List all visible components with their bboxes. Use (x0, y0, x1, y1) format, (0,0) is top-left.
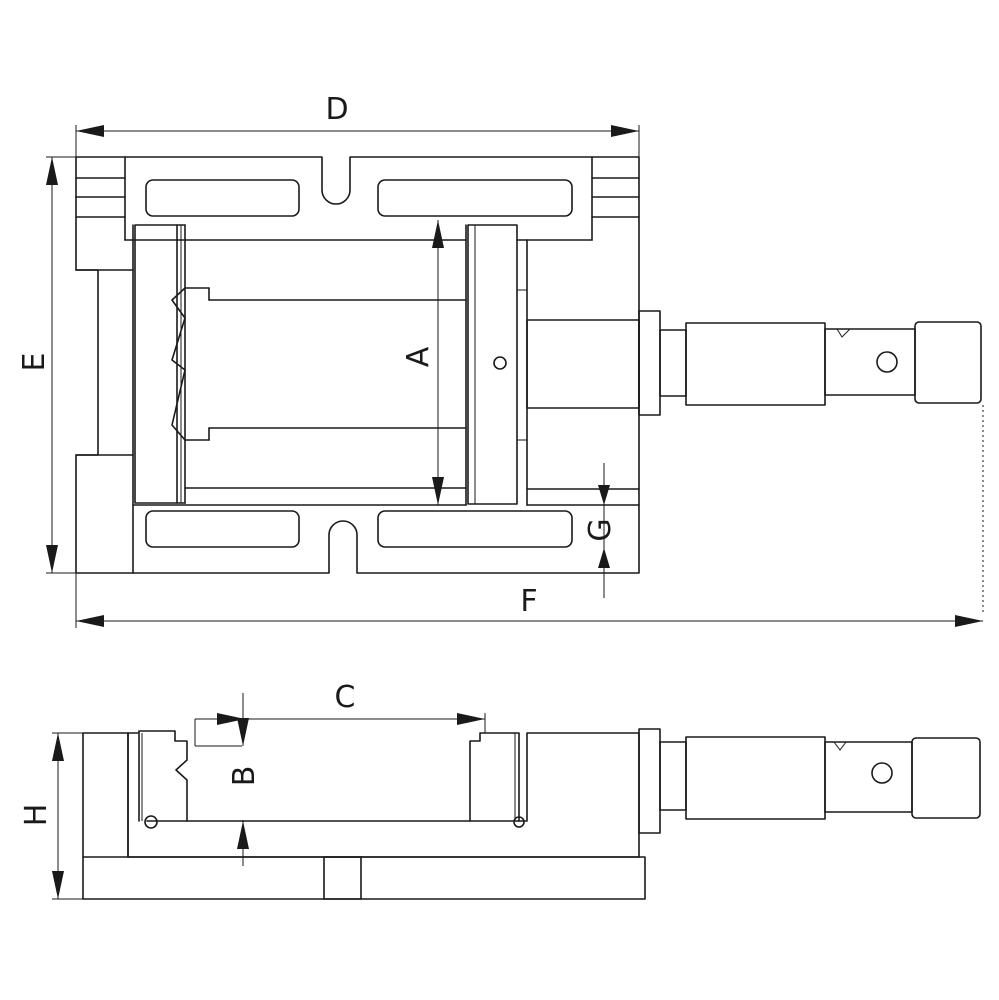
body-left-steps (75, 156, 134, 574)
dimension-D: D (75, 92, 640, 157)
slot-top-left (145, 179, 300, 217)
side-handle-end (911, 737, 981, 819)
vise-base (82, 856, 646, 900)
spindle-nut (526, 319, 640, 409)
jaw-pin-hole (493, 356, 507, 370)
spindle-collar (638, 310, 661, 416)
side-fixed-jaw (138, 730, 188, 829)
drive-hole (876, 351, 898, 373)
top-view: D E A G (17, 92, 984, 628)
base-key-slot (323, 856, 362, 900)
label-F: F (520, 584, 537, 619)
label-H: H (19, 804, 54, 827)
dimension-A: A (401, 220, 444, 505)
label-E: E (17, 353, 52, 372)
slot-top-right (377, 179, 573, 217)
dimension-C: C (194, 680, 486, 747)
side-square-drive (824, 741, 913, 813)
slot-bottom-right (377, 510, 573, 548)
dimension-B: B (227, 693, 262, 866)
vise-body-outline (75, 156, 640, 574)
square-drive (824, 328, 916, 396)
moving-jaw (467, 224, 528, 506)
dimension-E: E (17, 156, 76, 574)
label-D: D (325, 92, 348, 127)
dimension-G: G (527, 463, 639, 598)
side-collar (638, 728, 661, 834)
label-C: C (335, 680, 356, 715)
handle-end (914, 321, 982, 404)
label-G: G (583, 518, 618, 541)
label-A: A (401, 346, 436, 367)
side-sleeve (685, 736, 826, 820)
fixed-jaw (134, 224, 186, 504)
label-B: B (227, 766, 262, 787)
side-view: C B H (19, 680, 981, 900)
spindle-sleeve (685, 322, 826, 406)
body-right-steps (591, 156, 640, 241)
slot-bottom-left (145, 510, 300, 548)
side-body-outline (82, 732, 640, 858)
dimension-H: H (19, 732, 83, 900)
workpiece (171, 224, 467, 506)
dimension-F: F (75, 573, 983, 628)
side-moving-jaw (469, 732, 525, 828)
